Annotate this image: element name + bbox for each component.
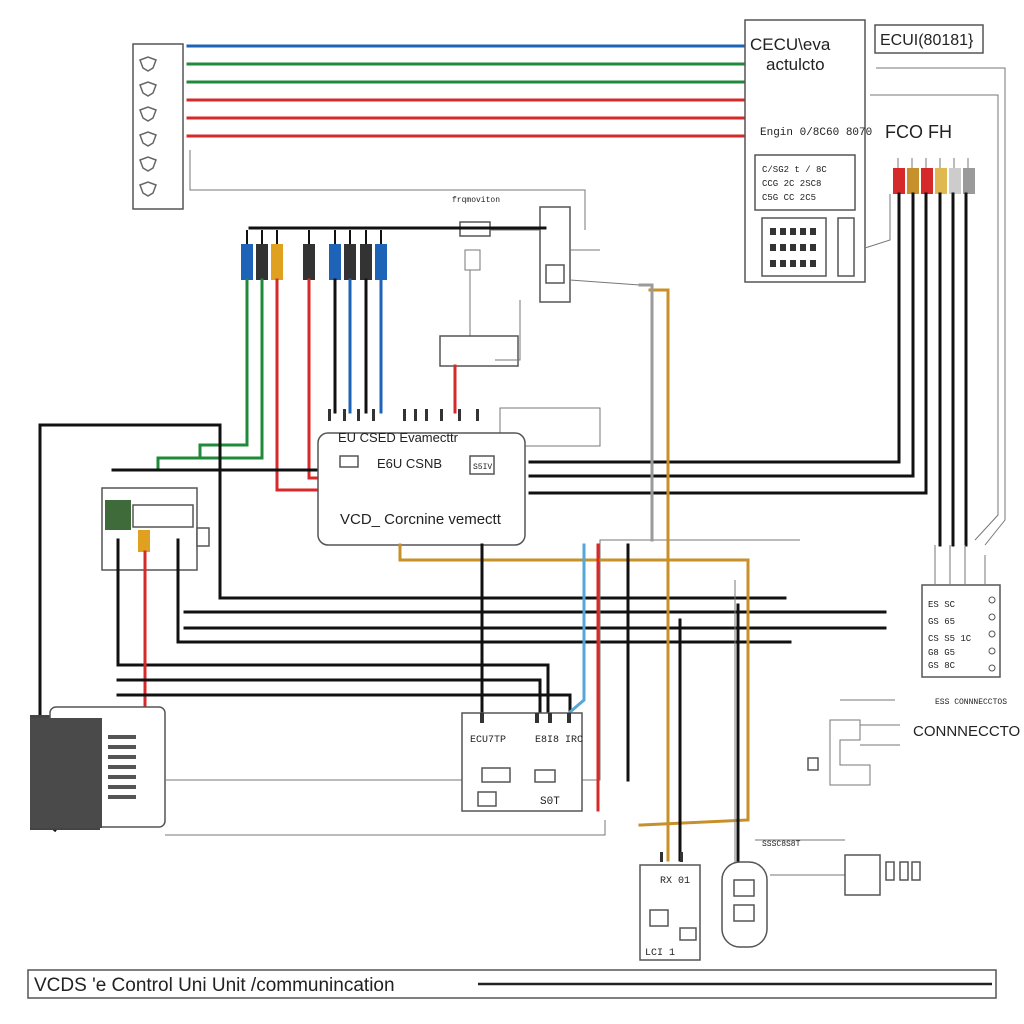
bottom-right-sketch: SSSC8S8T RX 01 LCI 1: [639, 839, 921, 961]
top-left-terminal-strip: [132, 43, 184, 210]
terminal-row-1: ES SC: [928, 600, 956, 610]
bottom-right-label-top: SSSC8S8T: [762, 840, 801, 849]
right-connector-small-label: ESS CONNNECCTOS: [935, 698, 1007, 707]
terminal-row-2: GS 65: [928, 617, 955, 627]
bottom-middle-right-label: E8I8 IRC: [535, 735, 583, 746]
main-module: EU CSED Evamecttr E6U CSNB S5IV VCD_ Cor…: [317, 407, 601, 546]
terminal-row-3: CS S5 1C: [928, 634, 972, 644]
fco-label: FCO FH: [885, 122, 952, 142]
ecu-badge-label: ECUI(80181}: [880, 32, 974, 49]
ecu-actuator-box: CECU\eva actulcto Engin 0/8C60 8070 C/SG…: [744, 19, 872, 283]
ecu-actuator-model-label: Engin 0/8C60 8070: [760, 127, 872, 139]
terminal-row-5: GS 8C: [928, 661, 956, 671]
ecu-actuator-inner-line1: C/SG2 t / 8C: [762, 165, 827, 175]
bottom-right-label-foot: LCI 1: [645, 948, 675, 959]
main-module-code: S5IV: [473, 463, 492, 472]
long-colored-wires: [398, 283, 750, 900]
right-terminal-block: ES SC GS 65 CS S5 1C G8 G5 GS 8C: [921, 545, 1001, 678]
center-relay-sketch: [439, 206, 641, 367]
main-module-body: VCD_ Corcnine vemectt: [340, 511, 502, 528]
mid-caption: frqmoviton: [452, 196, 500, 205]
terminal-row-4: G8 G5: [928, 648, 955, 658]
ecu-actuator-title-line2: actulcto: [766, 55, 825, 74]
lower-left-module: [30, 539, 800, 836]
bottom-middle-foot-label: S0T: [540, 796, 560, 808]
ecu-badge: ECUI(80181}: [874, 24, 984, 54]
right-connector-label: CONNNECCTO: [913, 723, 1020, 740]
top-connectors-row: [241, 226, 547, 280]
ecu-actuator-pin-grid: [770, 228, 816, 267]
ecu-actuator-inner-line3: C5G CC 2C5: [762, 193, 816, 203]
right-frame-lines: [870, 67, 1006, 546]
footer-title-bar: VCDS 'e Control Uni Unit /communincation: [27, 969, 997, 999]
bottom-right-label-left: RX 01: [660, 876, 690, 887]
bottom-middle-box: ECU7TP E8I8 IRC S0T: [461, 712, 583, 812]
main-module-title: EU CSED Evamecttr: [338, 430, 459, 445]
bottom-middle-left-label: ECU7TP: [470, 735, 506, 746]
footer-title: VCDS 'e Control Uni Unit /communincation: [34, 975, 395, 996]
ecu-actuator-title-line1: CECU\eva: [750, 35, 831, 54]
fco-connector: FCO FH: [885, 122, 975, 194]
top-bus-wires: [186, 44, 747, 230]
main-module-subtitle: E6U CSNB: [377, 456, 442, 471]
right-lower-sketch: ESS CONNNECCTOS CONNNECCTO: [807, 698, 1020, 786]
ecu-actuator-inner-line2: CCG 2C 2SC8: [762, 179, 821, 189]
connector-drop-wires: [111, 278, 457, 492]
